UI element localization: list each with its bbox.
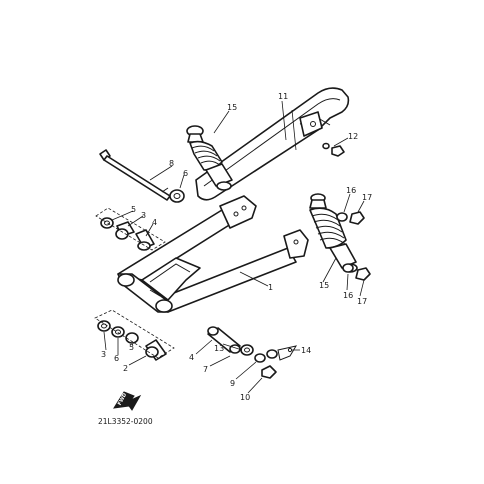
- forward-arrow-icon: FWD: [113, 391, 142, 411]
- callout-nut-b: 17: [362, 193, 372, 202]
- chain-case-bolt: [322, 142, 345, 157]
- callout-nut-c: 17: [357, 297, 367, 306]
- lower-left-bushing-set: [94, 309, 175, 361]
- callout-shock-left: 15: [227, 103, 237, 112]
- upper-left-bushing-set: [95, 207, 166, 251]
- leader-lines: [103, 100, 365, 394]
- callout-washer-b: 3: [101, 350, 106, 359]
- callout-washer-d: 16: [346, 186, 356, 195]
- callout-ring-b: 5: [129, 343, 134, 352]
- callout-plate: 13: [214, 344, 224, 353]
- callout-chain-case: 11: [278, 92, 288, 101]
- callout-ring-a: 5: [131, 205, 136, 214]
- callout-washer-e: 16: [343, 291, 353, 300]
- shock-mount-hardware: [336, 211, 371, 281]
- callout-collar-a: 4: [152, 218, 157, 227]
- chain-case: [195, 87, 350, 201]
- callout-nut-a: 10: [240, 393, 250, 402]
- callout-washer-a: 3: [141, 211, 146, 220]
- callout-washer-c: 9: [230, 379, 235, 388]
- callout-bushing-a: 2: [123, 364, 128, 373]
- shock-absorber-left: [186, 125, 233, 191]
- callout-collar-b: 4: [189, 353, 194, 362]
- callout-seal-a: 6: [183, 169, 188, 178]
- callout-swingarm: 1: [268, 283, 273, 292]
- callout-collar-c: 7: [203, 365, 208, 374]
- callout-pivot-bolt: 8: [169, 159, 174, 168]
- callout-labels: 15 11 12 8 6 5 3 4 16 17 1 15 16 17 3 6 …: [101, 92, 372, 402]
- shock-absorber-right: [309, 193, 358, 273]
- callout-cotter: 14: [301, 346, 311, 355]
- callout-seal-b: 6: [114, 354, 119, 363]
- swing-arm: [117, 195, 309, 313]
- pivot-bolt: [99, 149, 171, 201]
- callout-shock-right: 15: [319, 281, 329, 290]
- callout-bolt-a: 12: [348, 132, 358, 141]
- diagram-code: 21L3352-0200: [98, 417, 153, 426]
- oil-seal-top: [169, 189, 185, 203]
- axle-hardware: [254, 345, 298, 379]
- fwd-label: FWD: [117, 392, 128, 406]
